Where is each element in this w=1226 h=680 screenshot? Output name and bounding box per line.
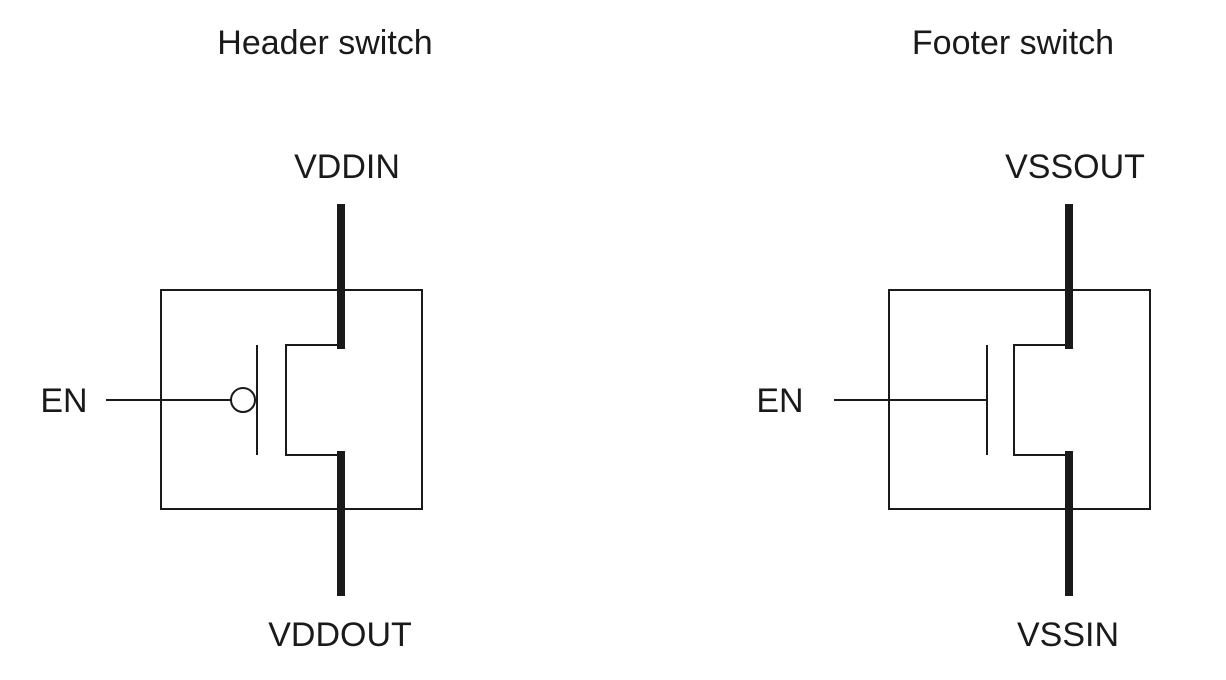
footer-switch: Footer switch VSSOUT VSSIN EN [756,24,1151,654]
header-switch-title: Header switch [217,24,432,62]
header-channel [285,344,341,456]
header-switch: Header switch VDDIN VDDOUT EN [40,24,432,654]
footer-switch-title: Footer switch [912,24,1114,62]
footer-gate-label: EN [756,382,803,420]
header-gate-label: EN [40,382,87,420]
header-pmos-bubble [230,387,256,413]
footer-channel [1013,344,1069,456]
footer-bottom-terminal-label: VSSIN [1017,616,1119,654]
header-bottom-terminal-label: VDDOUT [268,616,412,654]
header-top-terminal-label: VDDIN [294,148,400,186]
footer-top-terminal-label: VSSOUT [1005,148,1145,186]
